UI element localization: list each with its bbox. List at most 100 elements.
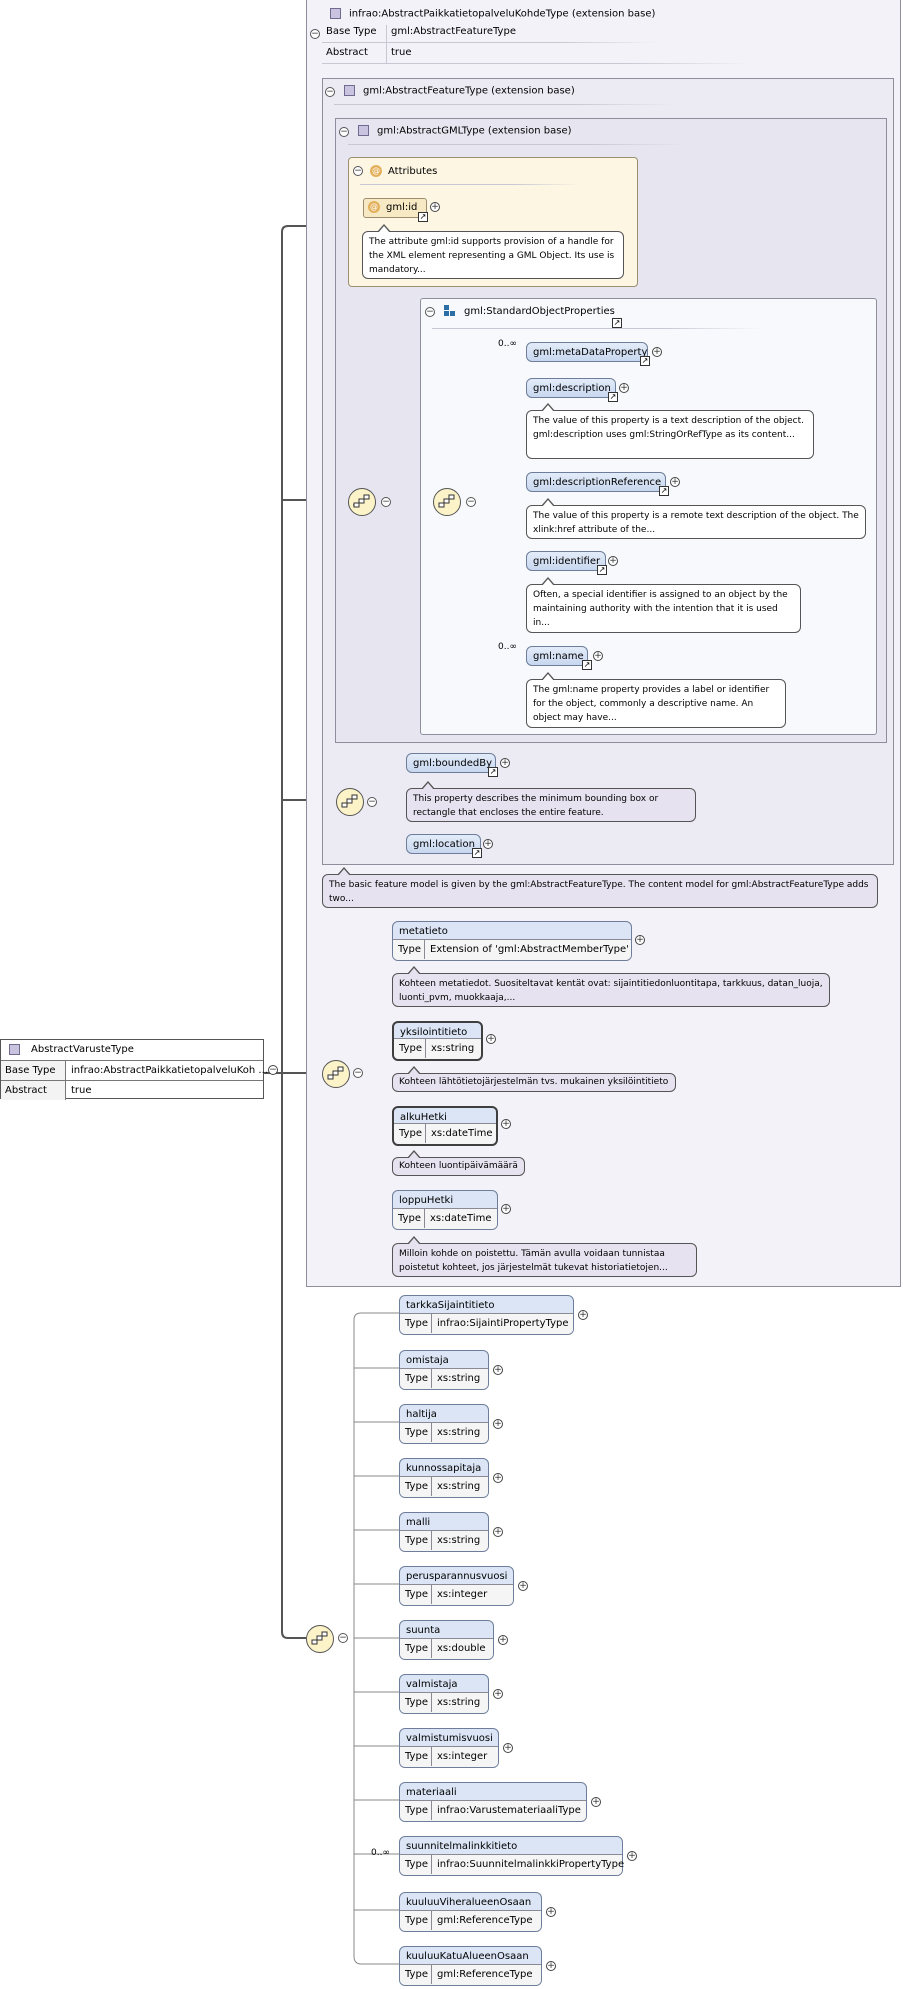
expand-toggle[interactable]: + xyxy=(501,1119,511,1129)
collapse-toggle[interactable]: − xyxy=(425,307,435,317)
element-name: tarkkaSijaintitieto xyxy=(406,1300,495,1311)
ext-row-abstract-value: true xyxy=(391,47,412,58)
expand-toggle[interactable]: + xyxy=(493,1473,503,1483)
collapse-toggle[interactable]: − xyxy=(381,497,391,507)
element-gml-boundedby[interactable]: gml:boundedBy xyxy=(406,753,496,773)
expand-toggle[interactable]: + xyxy=(627,1851,637,1861)
root-type-card[interactable]: AbstractVarusteType Base Type infrao:Abs… xyxy=(0,1039,268,1100)
element-name: suunta xyxy=(406,1625,441,1636)
element-gml-identifier[interactable]: gml:identifier xyxy=(526,551,606,571)
type-key: Type xyxy=(394,1124,426,1143)
gml-panel-title: gml:AbstractGMLType (extension base) xyxy=(358,125,572,137)
jump-icon[interactable]: ↗ xyxy=(488,767,498,777)
expand-toggle[interactable]: + xyxy=(670,477,680,487)
expand-toggle[interactable]: + xyxy=(518,1581,528,1591)
expand-toggle[interactable]: + xyxy=(486,1034,496,1044)
collapse-toggle[interactable]: − xyxy=(339,127,349,137)
root-type-title: AbstractVarusteType xyxy=(31,1044,134,1055)
expand-toggle[interactable]: + xyxy=(635,935,645,945)
expand-toggle[interactable]: + xyxy=(503,1743,513,1753)
expand-toggle[interactable]: + xyxy=(483,839,493,849)
collapse-toggle[interactable]: − xyxy=(466,497,476,507)
expand-toggle[interactable]: + xyxy=(493,1365,503,1375)
jump-icon[interactable]: ↗ xyxy=(582,660,592,670)
expand-toggle[interactable]: + xyxy=(493,1527,503,1537)
jump-icon[interactable]: ↗ xyxy=(418,212,428,222)
jump-icon[interactable]: ↗ xyxy=(472,848,482,858)
expand-toggle[interactable]: + xyxy=(593,651,603,661)
expand-toggle[interactable]: + xyxy=(619,383,629,393)
type-key: Type xyxy=(400,1639,432,1658)
element-gml-descriptionreference[interactable]: gml:descriptionReference xyxy=(526,472,666,492)
jump-icon[interactable]: ↗ xyxy=(640,356,650,366)
type-value: infrao:SuunnitelmalinkkiPropertyType xyxy=(437,1859,625,1870)
jump-icon[interactable]: ↗ xyxy=(659,486,669,496)
element-name: kunnossapitaja xyxy=(406,1463,482,1474)
type-value: xs:string xyxy=(437,1427,481,1438)
expand-toggle[interactable]: + xyxy=(608,556,618,566)
element-gml-description[interactable]: gml:description xyxy=(526,378,616,398)
element-gml-name[interactable]: gml:name xyxy=(526,646,588,666)
element-gml-metadataproperty[interactable]: gml:metaDataProperty xyxy=(526,342,648,362)
expand-toggle[interactable]: + xyxy=(498,1635,508,1645)
type-value: Extension of 'gml:AbstractMemberType' xyxy=(430,944,629,955)
element-gml-location[interactable]: gml:location xyxy=(406,834,481,854)
type-value: xs:string xyxy=(437,1697,481,1708)
element-name: perusparannusvuosi xyxy=(406,1571,508,1582)
collapse-toggle[interactable]: − xyxy=(367,797,377,807)
collapse-toggle[interactable]: − xyxy=(310,29,320,39)
expand-toggle[interactable]: + xyxy=(493,1419,503,1429)
type-value: xs:string xyxy=(437,1373,481,1384)
ext-row-abstract-key: Abstract xyxy=(326,47,368,58)
annotation-note: The value of this property is a remote t… xyxy=(526,498,866,539)
type-value: xs:string xyxy=(431,1043,475,1054)
type-key: Type xyxy=(400,1911,432,1930)
element-name: loppuHetki xyxy=(399,1195,454,1206)
expand-toggle[interactable]: + xyxy=(546,1961,556,1971)
jump-icon[interactable]: ↗ xyxy=(597,565,607,575)
expand-toggle[interactable]: + xyxy=(546,1907,556,1917)
expand-toggle[interactable]: + xyxy=(430,202,440,212)
expand-toggle[interactable]: + xyxy=(501,1204,511,1214)
annotation-note: The basic feature model is given by the … xyxy=(322,867,878,908)
collapse-toggle[interactable]: − xyxy=(353,1068,363,1078)
row-key: Base Type xyxy=(1,1061,66,1080)
expand-toggle[interactable]: + xyxy=(591,1797,601,1807)
expand-toggle[interactable]: + xyxy=(652,347,662,357)
jump-icon[interactable]: ↗ xyxy=(612,318,622,328)
collapse-toggle[interactable]: − xyxy=(353,166,363,176)
collapse-toggle[interactable]: − xyxy=(325,87,335,97)
jump-icon[interactable]: ↗ xyxy=(608,392,618,402)
expand-toggle[interactable]: + xyxy=(500,758,510,768)
type-icon xyxy=(9,1044,20,1056)
collapse-toggle[interactable]: − xyxy=(338,1633,348,1643)
divider xyxy=(386,25,387,63)
expand-toggle[interactable]: + xyxy=(578,1310,588,1320)
type-key: Type xyxy=(400,1801,432,1820)
collapse-toggle[interactable]: − xyxy=(268,1065,278,1075)
attribute-gml-id[interactable]: @gml:id xyxy=(363,198,427,218)
expand-toggle[interactable]: + xyxy=(493,1689,503,1699)
